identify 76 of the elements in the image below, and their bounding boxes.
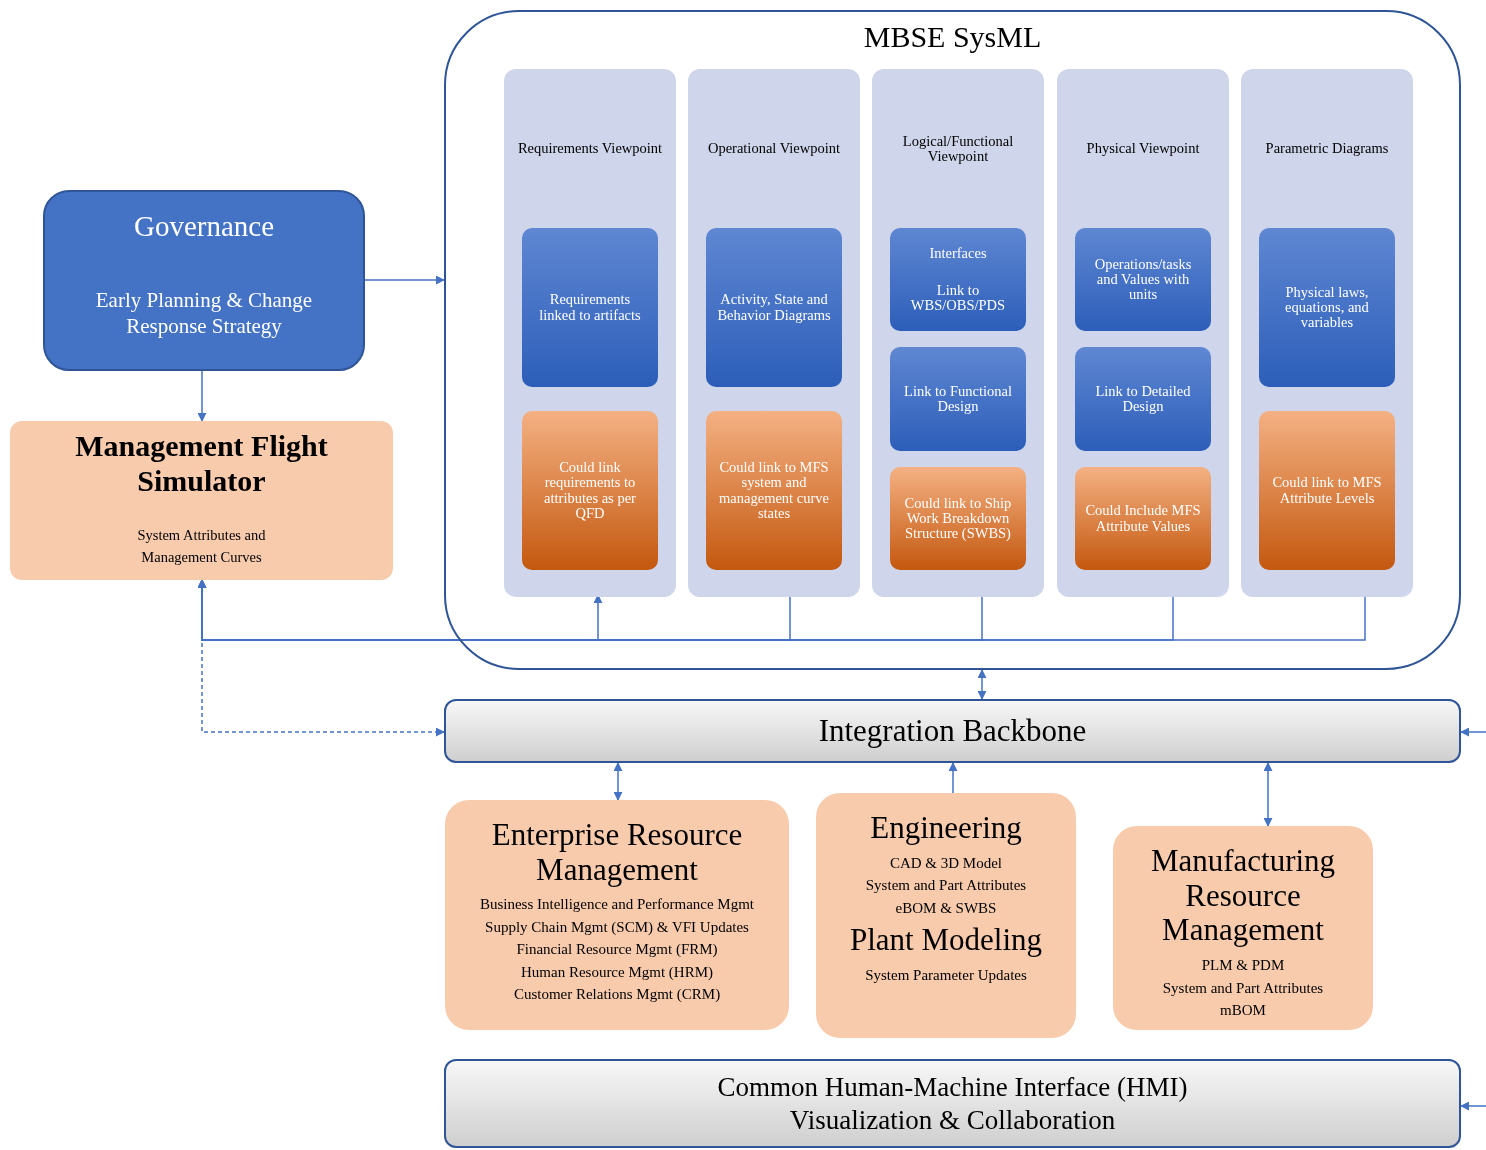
viewpoint-column (688, 69, 860, 597)
box-text: Could Include MFS Attribute Values (1084, 503, 1202, 534)
note-box (890, 467, 1026, 570)
list-item: Financial Resource Mgmt (FRM) (515, 940, 719, 960)
process-box (1259, 228, 1395, 387)
note-box (1075, 467, 1211, 570)
process-box (890, 228, 1026, 331)
heading: Plant Modeling (849, 923, 1043, 958)
process-box (706, 228, 842, 387)
connector-arrow (1460, 1101, 1486, 1111)
box-text: Could link to Ship Work Breakdown Structure (SWBS) (903, 495, 1013, 542)
column-title: Parametric Diagrams (1264, 139, 1390, 159)
box-text: Could link to MFS system and management curve states (718, 460, 830, 521)
box-text: Early Planning & Change Response Strategy (94, 287, 314, 340)
heading: Common Human-Machine Interface (HMI) (717, 1071, 1188, 1104)
viewpoint-column (1057, 69, 1229, 597)
heading: Manufacturing Resource Management (1149, 844, 1337, 949)
heading: MBSE SysML (862, 20, 1043, 54)
viewpoint-column (504, 69, 676, 597)
process-box (1075, 347, 1211, 451)
box-text: Physical laws, equations, and variables (1284, 284, 1370, 331)
connector-arrow (197, 579, 1366, 641)
viewpoint-column (1241, 69, 1413, 597)
box-text: Operations/tasks and Values with units (1093, 256, 1193, 303)
note-box (522, 411, 658, 570)
box-text: Link to Functional Design (903, 383, 1013, 415)
connector-arrow (948, 762, 958, 794)
list-item: System and Part Attributes (864, 876, 1028, 896)
box-text: Could link requirements to attributes as per QFD (543, 460, 637, 521)
viewpoint-column (872, 69, 1044, 597)
connector-arrow (197, 370, 207, 422)
column-title: Logical/Functional Viewpoint (901, 131, 1015, 166)
list-item: Customer Relations Mgmt (CRM) (512, 985, 722, 1005)
process-box (10, 421, 393, 580)
column-title: Operational Viewpoint (706, 139, 842, 159)
column-title: Physical Viewpoint (1085, 139, 1201, 159)
list-item: Human Resource Mgmt (HRM) (519, 962, 715, 982)
heading: Enterprise Resource Management (490, 818, 744, 888)
system-box (445, 800, 789, 1030)
list-item: Business Intelligence and Performance Mgmt (478, 895, 756, 915)
heading: Governance (132, 210, 276, 243)
box-text: Visualization & Collaboration (789, 1103, 1116, 1136)
process-box (1075, 228, 1211, 331)
box-text: Interfaces (929, 245, 987, 261)
backbone-bar (444, 699, 1461, 763)
system-box (816, 793, 1076, 1038)
container-panel (444, 10, 1461, 670)
list-item: Supply Chain Mgmt (SCM) & VFI Updates (484, 917, 750, 937)
column-title: Requirements Viewpoint (516, 139, 664, 159)
interface-bar (444, 1059, 1461, 1148)
connector-arrow (1263, 762, 1273, 827)
list-item: eBOM & SWBS (894, 898, 998, 918)
list-item: mBOM (1219, 1001, 1267, 1021)
box-text: Activity, State and Behavior Diagrams (716, 292, 832, 323)
connector-arrow (613, 762, 623, 801)
process-box (522, 228, 658, 387)
box-text: Link to Detailed Design (1094, 383, 1192, 415)
box-text: Requirements linked to artifacts (538, 292, 642, 323)
heading: Integration Backbone (818, 713, 1087, 749)
process-box (890, 347, 1026, 451)
system-box (1113, 826, 1373, 1030)
box-text: Could link to MFS Attribute Levels (1271, 475, 1383, 506)
process-box (43, 190, 365, 371)
heading: Management Flight Simulator (74, 429, 329, 498)
connector-arrow (1460, 727, 1486, 737)
connector-arrow (364, 275, 445, 285)
heading: Engineering (869, 811, 1023, 846)
connector-arrow (977, 669, 987, 700)
list-item: System and Part Attributes (1161, 978, 1325, 998)
box-text: System Attributes and Management Curves (136, 526, 267, 568)
note-box (706, 411, 842, 570)
list-item: CAD & 3D Model (888, 853, 1004, 873)
note-box (1259, 411, 1395, 570)
list-item: System Parameter Updates (864, 965, 1028, 985)
list-item: PLM & PDM (1200, 956, 1286, 976)
box-text: Link to WBS/OBS/PDS (909, 282, 1007, 314)
